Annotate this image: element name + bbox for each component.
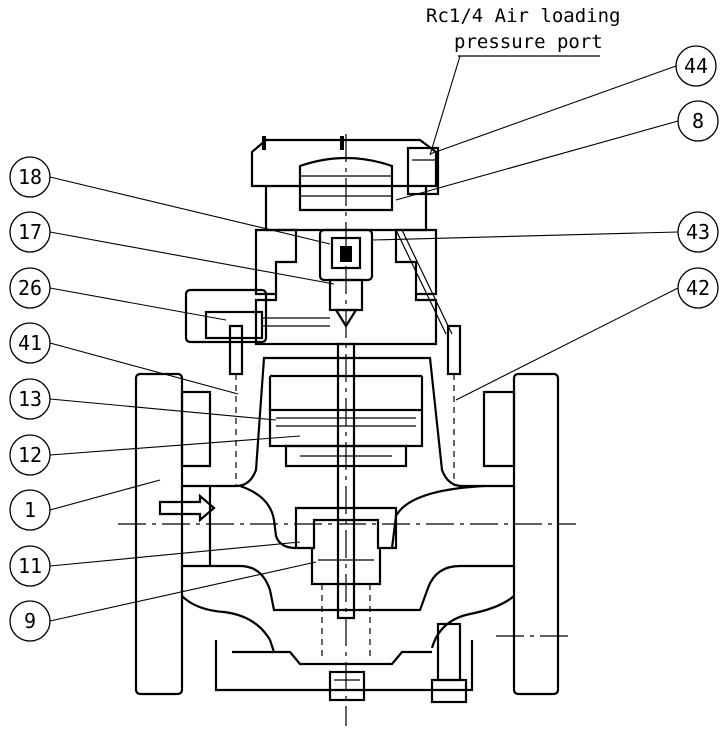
callout-41: 41 <box>9 322 239 395</box>
callout-43: 43 <box>371 211 719 253</box>
callout-42-label: 42 <box>686 276 710 300</box>
port-label-line2: pressure port <box>454 31 603 53</box>
callout-42: 42 <box>455 267 719 401</box>
callout-13-label: 13 <box>18 387 42 411</box>
callout-12-label: 12 <box>18 443 42 467</box>
callout-8-label: 8 <box>692 109 704 133</box>
callout-9: 9 <box>9 561 317 642</box>
pilot-valve <box>262 228 453 335</box>
callout-1: 1 <box>9 479 161 531</box>
callout-11: 11 <box>9 541 301 587</box>
callout-18: 18 <box>9 156 331 245</box>
callout-1-label: 1 <box>24 498 36 522</box>
callout-41-label: 41 <box>18 331 42 355</box>
callout-13: 13 <box>9 378 277 421</box>
callout-26-label: 26 <box>18 276 42 300</box>
callout-9-label: 9 <box>24 609 36 633</box>
callout-43-label: 43 <box>686 220 710 244</box>
port-label-line1: Rc1/4 Air loading <box>426 5 620 27</box>
callout-17: 17 <box>9 211 335 285</box>
callout-18-label: 18 <box>18 165 42 189</box>
callout-26: 26 <box>9 267 227 321</box>
port-leader <box>429 55 461 156</box>
callout-12: 12 <box>9 434 301 476</box>
callout-11-label: 11 <box>18 554 42 578</box>
callout-17-label: 17 <box>18 220 42 244</box>
main-piston <box>228 324 462 660</box>
callout-44-label: 44 <box>684 54 708 78</box>
callout-44: 44 <box>429 45 717 155</box>
callout-8: 8 <box>395 100 719 201</box>
